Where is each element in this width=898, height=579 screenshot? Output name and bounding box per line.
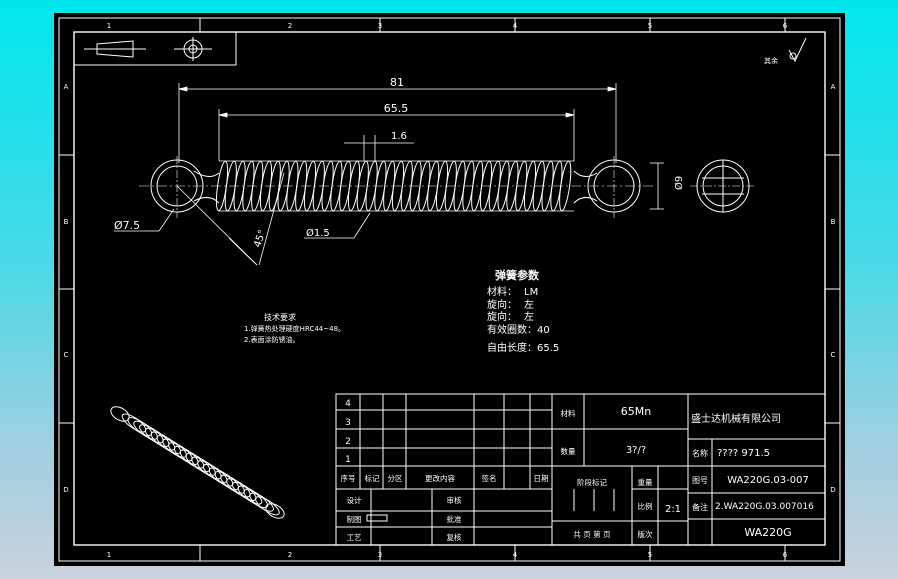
tech-requirements-title: 技术要求 (264, 312, 296, 322)
assembly-number: 2.WA220G.03.007016 (715, 502, 814, 512)
zone-letter-b-right: B (831, 218, 836, 226)
zone-number-bottom-5: 5 (648, 551, 652, 559)
review-recheck: 复核 (447, 532, 462, 542)
zone-number-bottom-4: 4 (513, 551, 518, 559)
field-label-remark: 备注 (692, 502, 708, 512)
title-block (335, 393, 826, 546)
spring-side-view (690, 159, 756, 213)
tech-requirement-line-2: 2.表面涂防锈油。 (244, 335, 300, 344)
scale-label: 比例 (638, 501, 653, 511)
spring-front-view (139, 156, 654, 266)
header-change: 更改内容 (425, 473, 455, 483)
param-value-5: 65.5 (537, 343, 559, 354)
isometric-coil (255, 496, 280, 516)
drawing-sheet: 1 2 3 4 5 6 1 2 3 4 5 6 A B C D A B C D … (58, 17, 841, 562)
quantity-label: 数量 (561, 446, 576, 456)
surface-finish-icon (788, 37, 807, 63)
drawing-number: WA220G.03-007 (727, 475, 809, 486)
revision-number-1: 1 (345, 455, 351, 465)
param-value-1: LM (524, 287, 538, 298)
projection-symbol (73, 31, 237, 66)
zone-letter-b-left: B (64, 218, 69, 226)
spring-params-title: 弹簧参数 (495, 268, 540, 282)
sheets-label: 共 页 第 页 (573, 529, 611, 539)
zone-number-top-5: 5 (648, 22, 652, 30)
revision-number-3: 3 (345, 418, 351, 428)
scale-value: 2:1 (665, 504, 681, 515)
role-drafting: 制图 (347, 514, 362, 524)
zone-number-bottom-2: 2 (288, 551, 292, 559)
zone-number-bottom-6: 6 (783, 551, 788, 559)
zone-letter-d-left: D (63, 486, 68, 494)
company-name: 盛士达机械有限公司 (691, 412, 781, 425)
surface-finish-label: 其余 (764, 56, 778, 65)
cad-drawing-canvas: 1 2 3 4 5 6 1 2 3 4 5 6 A B C D A B C D … (54, 13, 845, 566)
param-value-3: 左 (524, 310, 534, 323)
field-label-drawing-no: 图号 (692, 476, 708, 485)
dim-wire-diameter: Ø1.5 (306, 227, 330, 239)
header-zone: 分区 (388, 474, 403, 483)
zone-number-top-3: 3 (378, 22, 382, 30)
role-process: 工艺 (347, 533, 362, 542)
review-check: 审核 (447, 495, 462, 505)
dim-loop-diameter: Ø7.5 (114, 219, 140, 232)
zone-number-top-2: 2 (288, 22, 292, 30)
header-signature: 签名 (482, 473, 497, 483)
dim-body-length: 65.5 (384, 102, 409, 115)
dim-pitch: 1.6 (391, 131, 407, 142)
zone-number-top-6: 6 (783, 22, 788, 30)
weight-label: 重量 (638, 478, 653, 487)
code-line: ???? 971.5 (717, 448, 770, 459)
zone-number-top-1: 1 (107, 22, 111, 30)
zone-ticks (59, 18, 840, 561)
param-label-2: 旋向： (487, 298, 517, 311)
dim-outer-diameter: Ø9 (673, 176, 685, 190)
model-name: WA220G (744, 526, 791, 539)
zone-letter-a-right: A (831, 83, 836, 91)
stage-label: 阶段标记 (577, 477, 607, 487)
header-date: 日期 (534, 474, 549, 483)
dim-overall-length: 81 (390, 76, 404, 89)
param-value-2: 左 (524, 298, 534, 311)
tech-requirement-line-1: 1.弹簧热处理硬度HRC44~48。 (244, 324, 345, 333)
zone-letter-c-right: C (831, 351, 836, 359)
zone-number-bottom-1: 1 (107, 551, 111, 559)
param-label-3: 旋向： (487, 310, 517, 323)
role-design: 设计 (347, 495, 362, 505)
version-label: 版次 (638, 529, 653, 539)
zone-letter-c-left: C (64, 351, 69, 359)
material-label: 材料 (561, 408, 576, 418)
material-value: 65Mn (621, 405, 651, 418)
quantity-value: 3?/? (626, 445, 646, 456)
param-label-1: 材料： (487, 285, 517, 298)
surface-finish-circle-icon (789, 52, 797, 60)
spring-isometric-view (110, 406, 285, 519)
revision-number-4: 4 (345, 399, 351, 409)
field-label-name: 名称 (692, 448, 708, 458)
zone-number-bottom-3: 3 (378, 551, 382, 559)
dim-hook-angle: 45° (252, 229, 268, 249)
dimension-lines (114, 83, 664, 239)
param-value-4: 40 (537, 325, 550, 336)
isometric-coils (121, 413, 280, 516)
param-label-4: 有效圈数： (487, 323, 537, 336)
zone-letter-d-right: D (830, 486, 835, 494)
header-mark: 标记 (365, 473, 380, 483)
param-label-5: 自由长度： (487, 341, 537, 354)
zone-letter-a-left: A (64, 83, 69, 91)
zone-number-top-4: 4 (513, 22, 518, 30)
review-approve: 批准 (447, 514, 462, 524)
revision-number-2: 2 (345, 437, 351, 447)
header-serial: 序号 (341, 473, 356, 483)
